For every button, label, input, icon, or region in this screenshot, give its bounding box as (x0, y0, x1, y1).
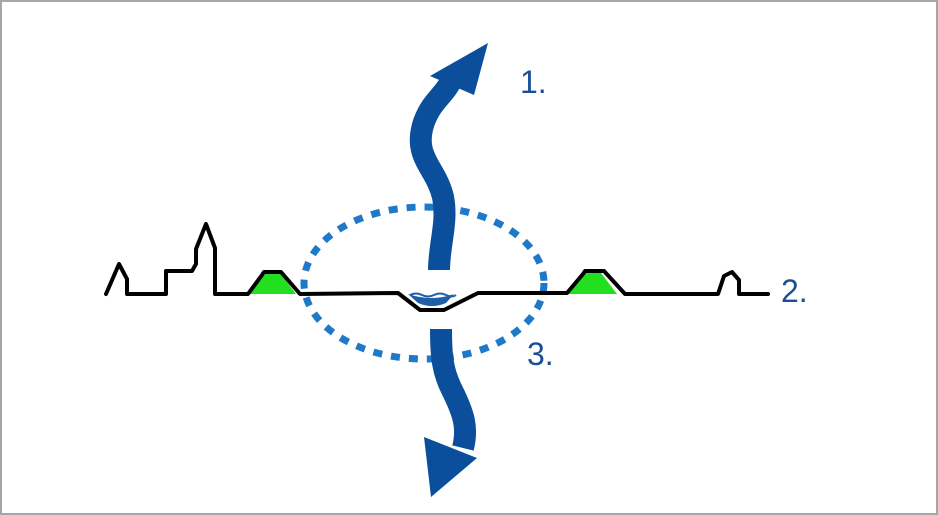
ground-profile-line (104, 222, 770, 312)
arrow-up-curved-icon (409, 73, 463, 271)
arrow-up-head (430, 43, 488, 95)
right-dike-fill (568, 273, 617, 294)
arrow-down-head (424, 437, 477, 497)
channel-water (408, 294, 454, 306)
channel-water-waves (409, 292, 457, 298)
left-dike-fill (249, 273, 296, 294)
arrow-down-curved-icon (430, 328, 477, 451)
dashed-ellipse (300, 203, 548, 363)
label-two: 2. (781, 273, 808, 309)
label-one: 1. (520, 64, 547, 100)
label-three: 3. (527, 336, 554, 372)
